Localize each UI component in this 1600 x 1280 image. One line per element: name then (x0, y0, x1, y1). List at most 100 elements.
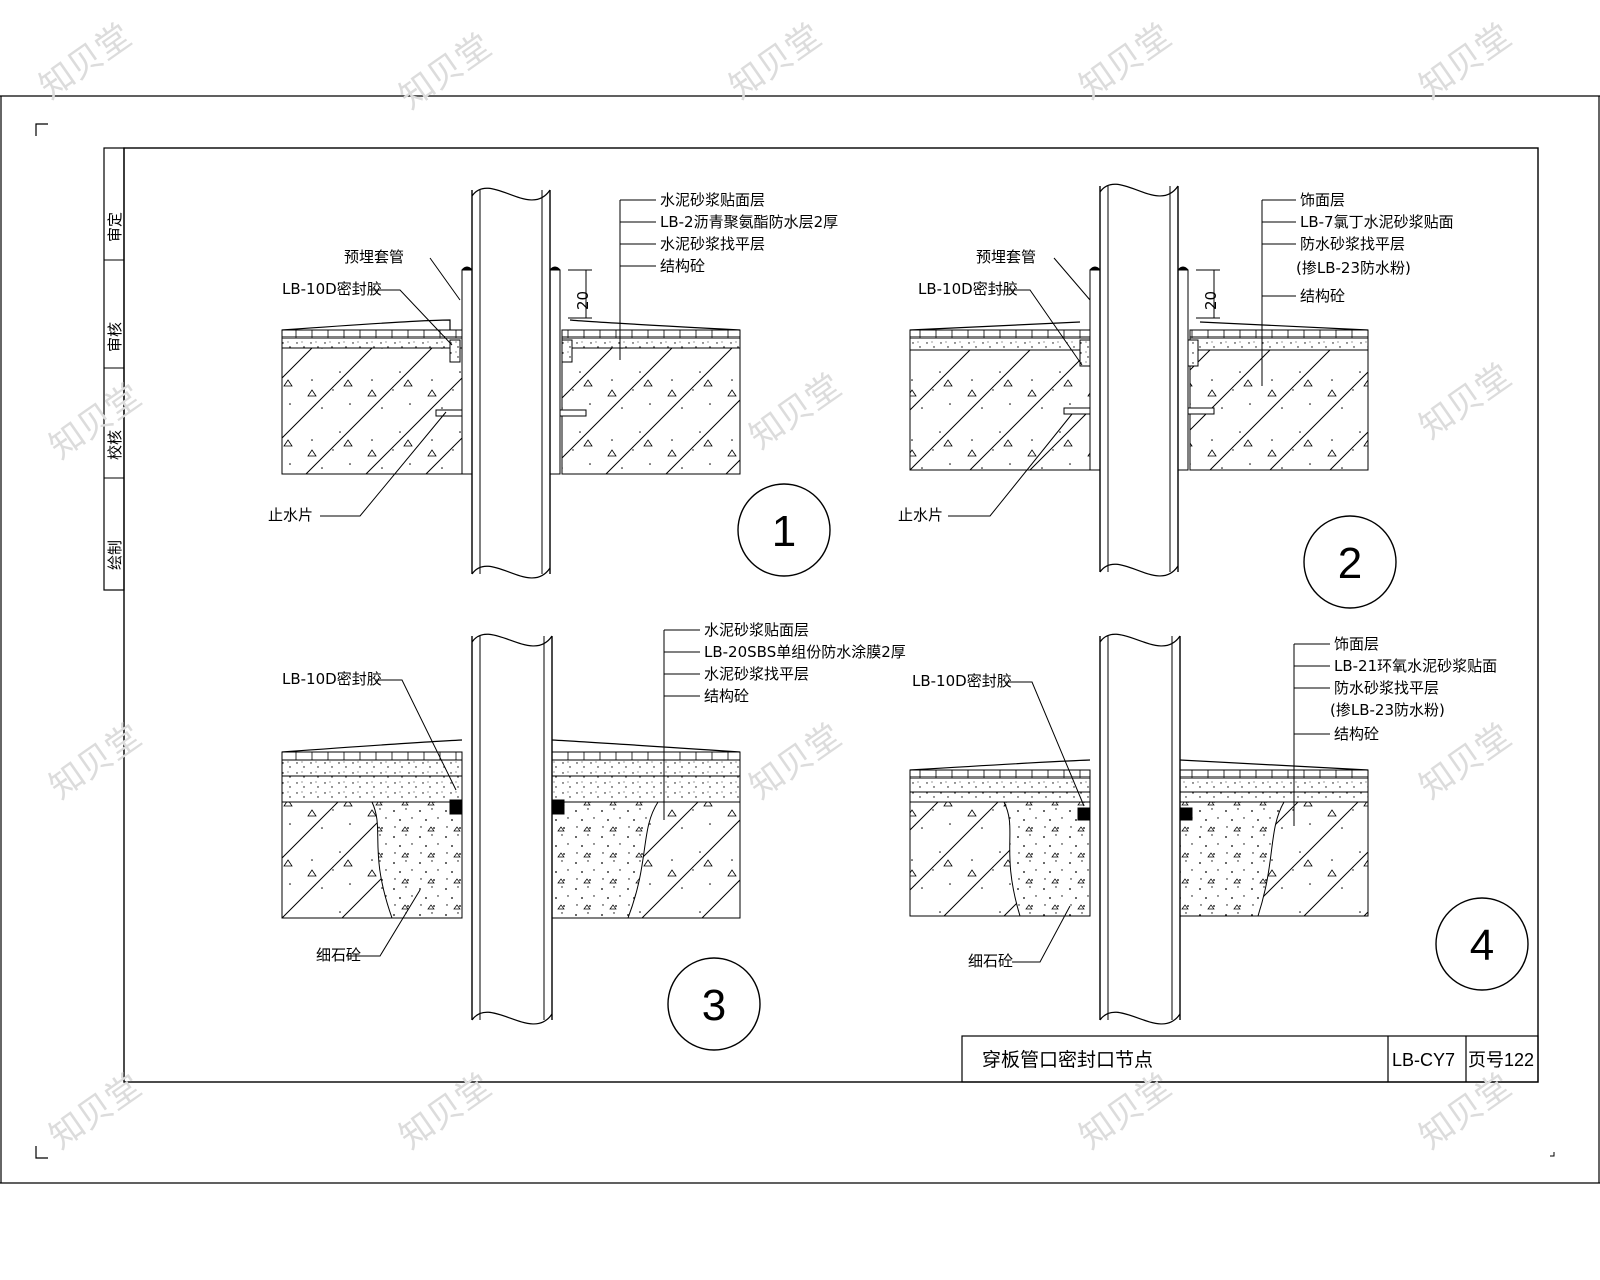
slab-right-3 (551, 751, 741, 919)
slab-left-2 (909, 329, 1091, 471)
layer-label-2-1: 饰面层 (1300, 191, 1345, 209)
watermark: 知贝堂 (42, 716, 148, 807)
waterstop-left-1 (435, 409, 463, 417)
watermark: 知贝堂 (1412, 716, 1518, 807)
drawing-title: 穿板管口密封口节点 (982, 1049, 1153, 1071)
leaders-2 (948, 199, 1296, 517)
sealant-right-1 (561, 339, 573, 363)
detail-2: 20 饰面层 LB-7氯丁水泥砂浆贴面 防水砂浆找平层 (掺LB-23防水粉) … (898, 183, 1454, 609)
sealant-label-3: LB-10D密封胶 (282, 670, 382, 688)
layer-label-1-3: 水泥砂浆找平层 (660, 235, 765, 253)
watermark: 知贝堂 (722, 16, 828, 107)
sealant-left-1 (449, 339, 461, 363)
detail-number-1: 1 (772, 507, 796, 556)
side-label-draw: 绘制 (106, 540, 124, 570)
slab-left-1 (281, 329, 463, 475)
leaders-3 (346, 629, 700, 957)
detail-marker-2 (1303, 515, 1397, 609)
sealant-right-2 (1187, 339, 1199, 367)
layer-label-2-3: 防水砂浆找平层 (1300, 235, 1405, 253)
pipe-4 (1099, 630, 1181, 1030)
watermark: 知贝堂 (742, 716, 848, 807)
sleeve-1 (461, 266, 561, 475)
detail-marker-3 (667, 957, 761, 1051)
title-block: 穿板管口密封口节点 LB-CY7 页号122 (961, 1035, 1539, 1083)
layer-label-4-1: 饰面层 (1334, 635, 1379, 653)
fill-label-4: 细石砼 (968, 952, 1013, 970)
slab-right-1 (561, 329, 741, 475)
dimension-1: 20 (568, 269, 592, 319)
watermark: 知贝堂 (392, 26, 498, 117)
sealant-label-2: LB-10D密封胶 (918, 280, 1018, 298)
watermark: 知贝堂 (1412, 356, 1518, 447)
waterstop-right-1 (559, 409, 587, 417)
watermark: 知贝堂 (1072, 16, 1178, 107)
drawing-code: LB-CY7 (1392, 1050, 1455, 1070)
watermark: 知贝堂 (742, 366, 848, 457)
sealant-label-4: LB-10D密封胶 (912, 672, 1012, 690)
dimension-label-1: 20 (574, 291, 592, 310)
leaders-1 (320, 199, 656, 517)
dimension-label-2: 20 (1202, 291, 1220, 310)
detail-4: 饰面层 LB-21环氧水泥砂浆贴面 防水砂浆找平层 (掺LB-23防水粉) 结构… (909, 630, 1529, 1030)
detail-marker-4 (1435, 897, 1529, 991)
waterstop-right-2 (1187, 407, 1215, 415)
side-label-approve: 审定 (106, 212, 124, 242)
layer-label-1-1: 水泥砂浆贴面层 (660, 191, 765, 209)
sealant-left-2 (1079, 339, 1091, 367)
layer-label-4-5: 结构砼 (1334, 725, 1379, 743)
pipe-3 (471, 630, 553, 1030)
pipe-2 (1099, 183, 1179, 578)
layer-label-4-3: 防水砂浆找平层 (1334, 679, 1439, 697)
slab-right-4 (1179, 769, 1369, 917)
detail-number-4: 4 (1470, 921, 1494, 970)
detail-3: 水泥砂浆贴面层 LB-20SBS单组份防水涂膜2厚 水泥砂浆找平层 结构砼 LB… (281, 621, 906, 1051)
watermark: 知贝堂 (32, 16, 138, 107)
layer-label-2-5: 结构砼 (1300, 287, 1345, 305)
watermark: 知贝堂 (392, 1066, 498, 1157)
sealant-left-4 (1077, 807, 1091, 821)
detail-number-2: 2 (1338, 539, 1362, 588)
dimension-2: 20 (1196, 269, 1220, 319)
layer-label-3-3: 水泥砂浆找平层 (704, 665, 809, 683)
drawing-border (123, 147, 1539, 1083)
watermark-layer: 知贝堂 知贝堂 知贝堂 知贝堂 知贝堂 知贝堂 知贝堂 知贝堂 知贝堂 知贝堂 … (32, 16, 1518, 1157)
signature-strip: 审定 审核 校核 绘制 (103, 147, 125, 591)
sleeve-label-1: 预埋套管 (344, 248, 404, 266)
watermark: 知贝堂 (1412, 16, 1518, 107)
watermark: 知贝堂 (42, 376, 148, 467)
watermark: 知贝堂 (1072, 1066, 1178, 1157)
outer-frame (0, 95, 1600, 1184)
sealant-label-1: LB-10D密封胶 (282, 280, 382, 298)
side-label-review: 审核 (106, 322, 124, 352)
detail-marker-1 (737, 483, 831, 577)
slab-left-4 (909, 769, 1091, 917)
detail-number-3: 3 (702, 981, 726, 1030)
detail-1: 20 水泥砂浆贴面层 LB-2沥青聚氨酯防水层2厚 水泥砂浆找平层 结构砼 预埋… (268, 187, 838, 580)
layer-label-1-4: 结构砼 (660, 257, 705, 275)
layer-label-3-4: 结构砼 (704, 687, 749, 705)
sealant-right-4 (1179, 807, 1193, 821)
layer-label-3-2: LB-20SBS单组份防水涂膜2厚 (704, 643, 906, 661)
watermark: 知贝堂 (42, 1066, 148, 1157)
layer-label-2-2: LB-7氯丁水泥砂浆贴面 (1300, 213, 1454, 231)
slab-left-3 (281, 751, 463, 919)
leaders-4 (1006, 643, 1330, 963)
waterstop-label-1: 止水片 (268, 506, 313, 524)
layer-label-1-2: LB-2沥青聚氨酯防水层2厚 (660, 213, 838, 231)
layer-label-3-1: 水泥砂浆贴面层 (704, 621, 809, 639)
layer-label-4-4: (掺LB-23防水粉) (1330, 701, 1445, 719)
sealant-left-3 (449, 799, 463, 815)
layer-label-4-2: LB-21环氧水泥砂浆贴面 (1334, 657, 1497, 675)
sealant-right-3 (551, 799, 565, 815)
page-number: 页号122 (1468, 1050, 1534, 1070)
fill-label-3: 细石砼 (316, 946, 361, 964)
slab-right-2 (1189, 329, 1369, 471)
waterstop-label-2: 止水片 (898, 506, 943, 524)
pipe-1 (471, 187, 551, 580)
sleeve-label-2: 预埋套管 (976, 248, 1036, 266)
side-label-check: 校核 (106, 430, 124, 460)
waterstop-left-2 (1063, 407, 1091, 415)
layer-label-2-4: (掺LB-23防水粉) (1296, 259, 1411, 277)
